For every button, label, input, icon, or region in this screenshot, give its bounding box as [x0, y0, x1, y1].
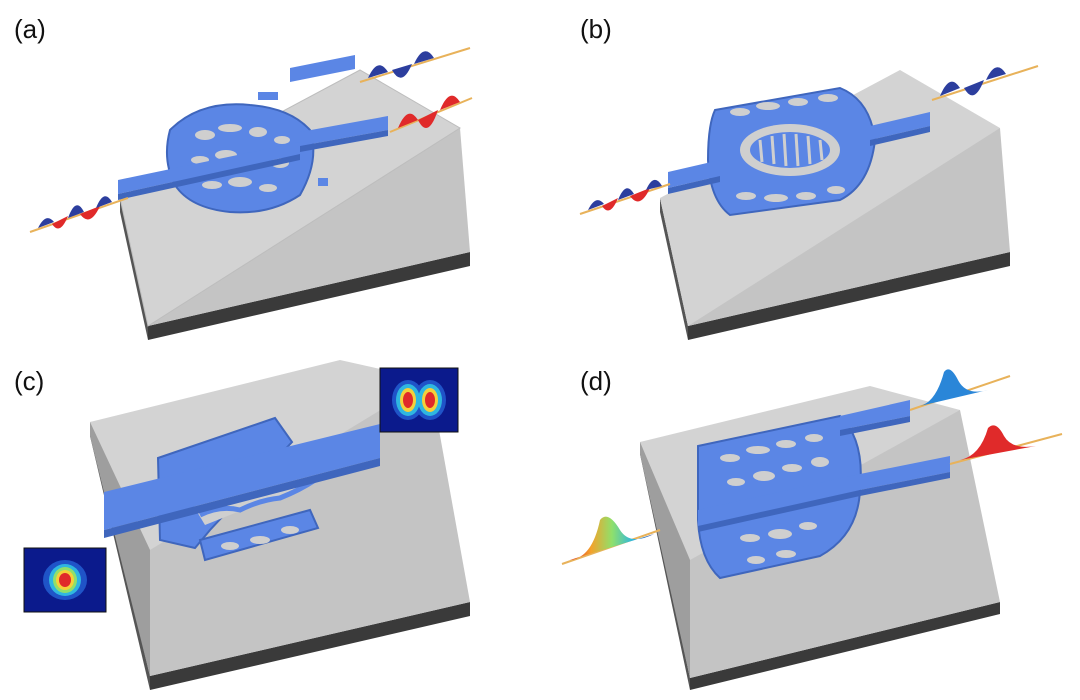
output-wave-blue — [359, 47, 471, 83]
panel-c: (c) — [0, 350, 540, 700]
waveguides — [104, 424, 380, 538]
input-wave — [579, 179, 671, 215]
output-pulse-red — [949, 425, 1063, 465]
input-mode-profile — [23, 547, 107, 613]
output-pulse-blue — [909, 369, 1011, 411]
design-region — [706, 86, 877, 217]
waveguides — [668, 112, 930, 194]
panel-b: (b) — [540, 0, 1080, 350]
waveguides — [698, 400, 950, 532]
panel-label-b: (b) — [580, 14, 612, 44]
input-pulse — [561, 516, 661, 565]
device-illustration-d — [561, 369, 1063, 690]
substrate-block — [119, 69, 470, 340]
input-wave — [29, 196, 129, 233]
waveguides — [118, 55, 388, 200]
panel-a: (a) — [0, 0, 540, 350]
device-illustration-a — [29, 47, 473, 340]
output-wave-blue — [931, 65, 1039, 101]
panel-label-d: (d) — [580, 366, 612, 396]
device-illustration-b — [579, 65, 1039, 340]
panel-d: (d) — [540, 350, 1080, 700]
panel-label-a: (a) — [14, 14, 46, 44]
output-mode-profile — [379, 367, 459, 433]
device-illustration-c — [23, 360, 470, 690]
panel-label-c: (c) — [14, 366, 45, 396]
output-wave-red — [389, 95, 473, 133]
